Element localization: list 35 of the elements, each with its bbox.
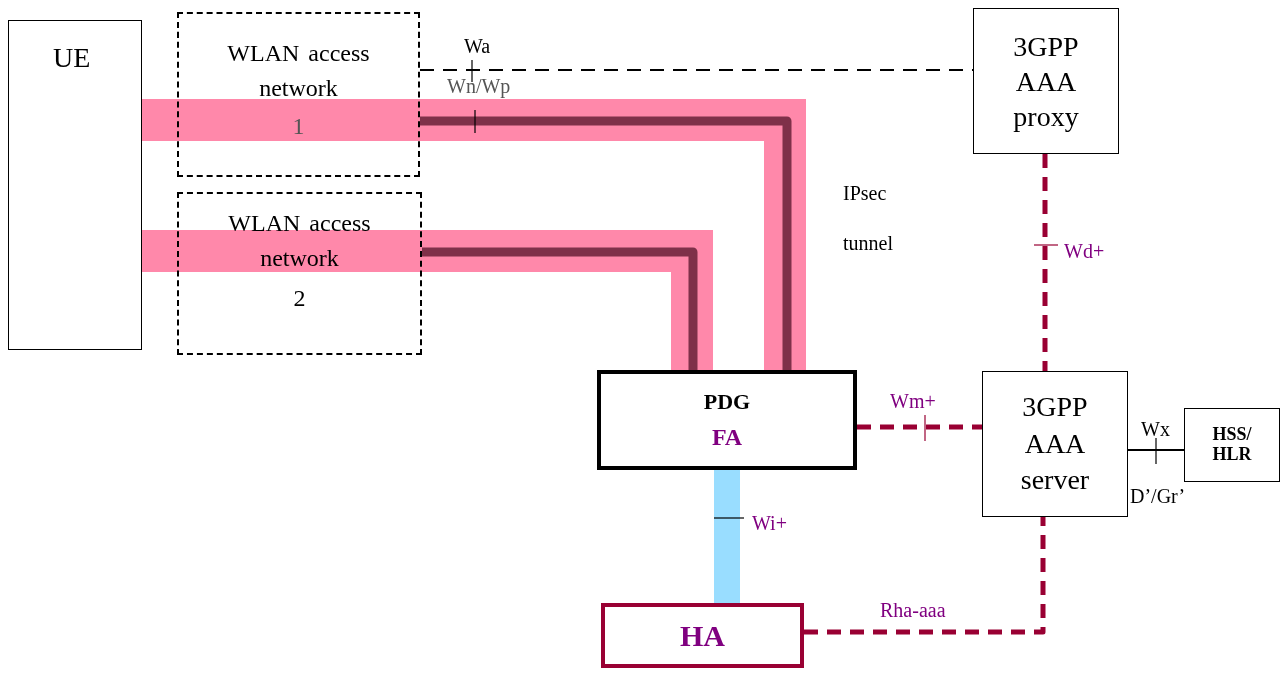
network-area [177, 192, 422, 355]
node-label: UE [53, 41, 91, 75]
node-label: 3GPP AAA server [1019, 390, 1091, 498]
dashed-connector [857, 424, 982, 430]
node-label: 2 [293, 283, 306, 313]
node-label: HA [680, 617, 725, 654]
entity-box [601, 603, 804, 668]
connector-line [1127, 449, 1185, 451]
entity-box [597, 370, 857, 470]
connector-line [420, 116, 792, 370]
node-label: 3GPP AAA proxy [1012, 29, 1080, 134]
entity-box [1184, 408, 1280, 482]
connector-line [714, 470, 740, 603]
node-label: 1 [292, 111, 305, 141]
entity-box [973, 8, 1119, 154]
entity-box [982, 371, 1128, 517]
node-label: WLAN access network [226, 39, 371, 103]
edge-label: Wi+ [752, 513, 787, 533]
node-label: HSS/ HLR [1211, 425, 1253, 465]
edge-label: Wm+ [890, 391, 936, 411]
node-label: FA [711, 422, 743, 452]
edge-label: Wx [1141, 419, 1170, 439]
network-area [177, 12, 420, 177]
edge-label: Wn/Wp [447, 76, 511, 96]
node-label: PDG [703, 388, 751, 417]
annotation-text: D’/Gr’ [1130, 486, 1187, 506]
connector-line [422, 247, 698, 370]
edge-label: Wa [464, 36, 491, 56]
annotation-text: IPsec tunnel [843, 181, 894, 256]
dashed-connector [804, 517, 1046, 635]
edge-label: Wd+ [1064, 241, 1105, 261]
dashed-connector [1042, 154, 1048, 371]
node-label: WLAN access network [227, 209, 372, 273]
edge-label: Rha-aaa [880, 600, 946, 620]
entity-box [8, 20, 142, 350]
